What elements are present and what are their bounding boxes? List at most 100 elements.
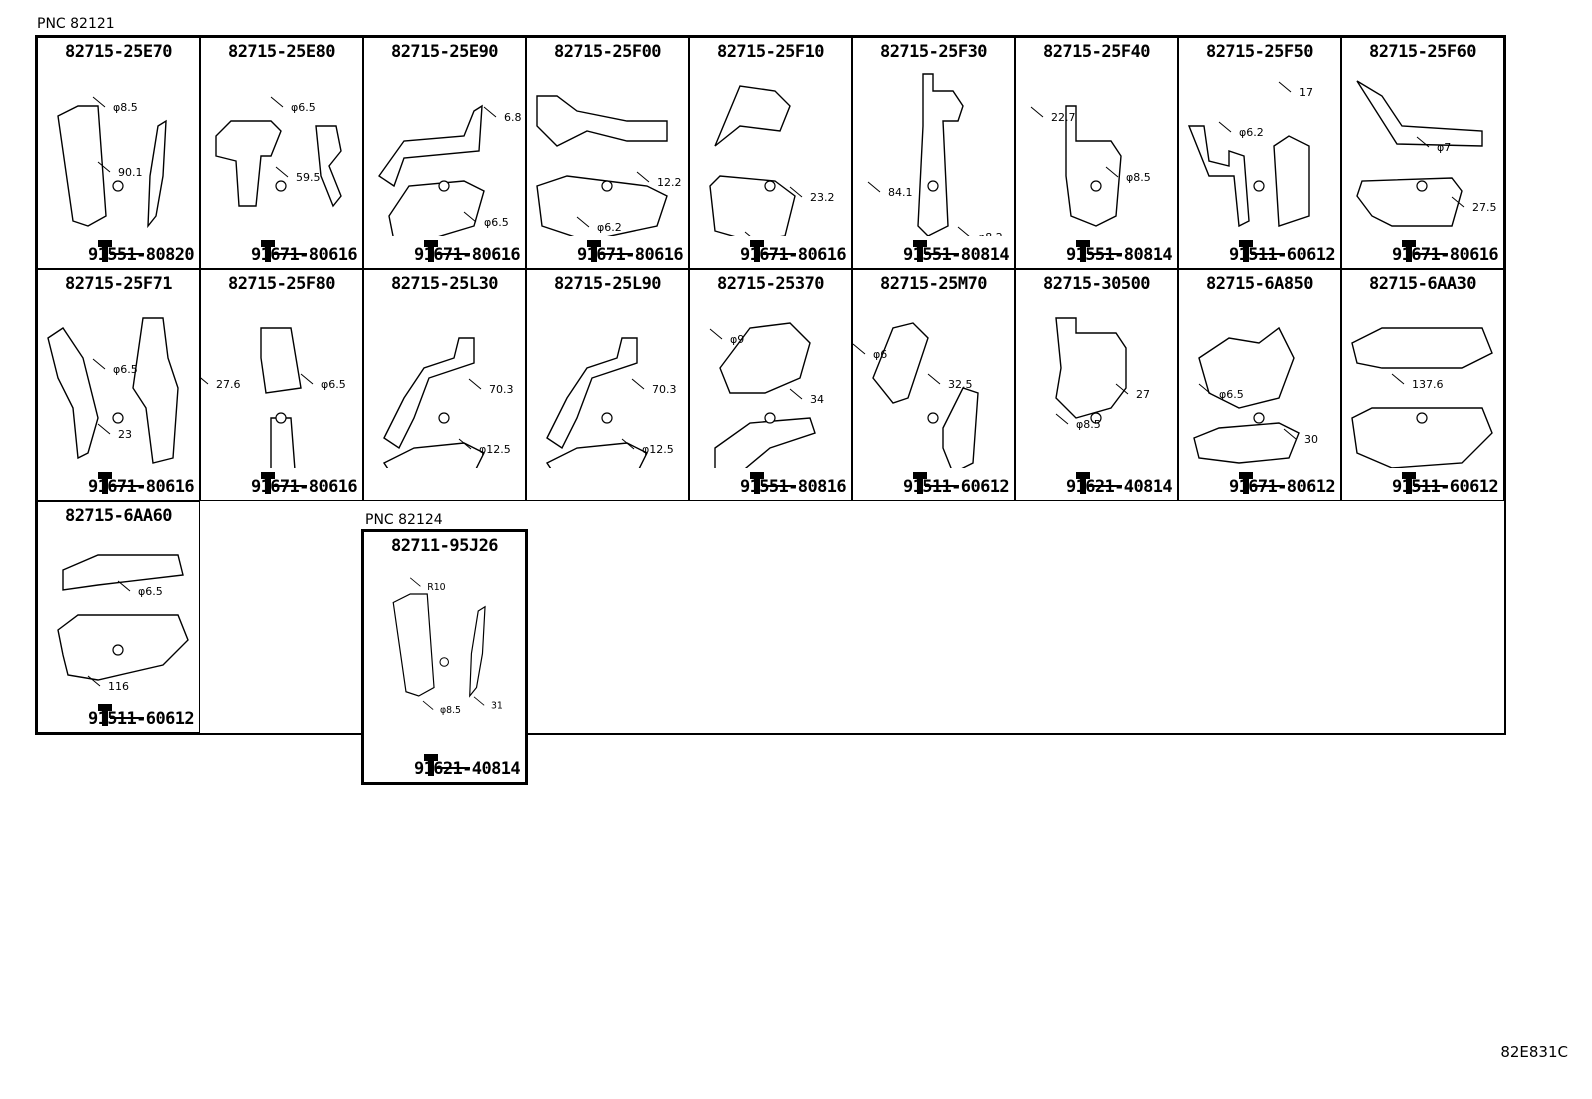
- part-number: 82715-25F60: [1368, 42, 1477, 62]
- dimension-label: 27.5: [1472, 201, 1497, 214]
- dimension-label: φ12.5: [479, 443, 511, 456]
- bracket-outline: [536, 95, 668, 236]
- bracket-drawing: φ6.523: [47, 317, 179, 464]
- part-number: 82715-25E90: [390, 42, 499, 62]
- bolt-icon: [1402, 472, 1448, 494]
- part-number: 82715-6AA30: [1368, 274, 1477, 294]
- mount-hole: [1090, 180, 1102, 192]
- part-number: 82711-95J26: [390, 536, 499, 556]
- dimension-label: φ8.5: [113, 101, 138, 114]
- bolt-part-number: 91551-80814: [1066, 245, 1173, 265]
- dimension-label: R10: [427, 582, 445, 593]
- bolt-icon: [424, 240, 470, 262]
- mount-hole: [1253, 180, 1265, 192]
- dimension-label: 22.7: [1051, 111, 1076, 124]
- dimension-label: φ6.5: [484, 216, 509, 229]
- dimension-label: 12.2: [657, 176, 682, 189]
- bolt-part-number: 91511-60612: [1392, 477, 1499, 497]
- bolt-icon: [1402, 240, 1448, 262]
- bolt-part-number: 91621-40814: [1066, 477, 1173, 497]
- part-number: 82715-25F50: [1205, 42, 1314, 62]
- mount-hole: [764, 180, 776, 192]
- document-id: 82E831C: [1500, 1043, 1568, 1061]
- bracket-outline: [709, 85, 796, 236]
- mount-hole: [112, 412, 124, 424]
- mount-hole: [112, 644, 124, 656]
- dimension-label: φ6.5: [138, 585, 163, 598]
- mount-hole: [438, 412, 450, 424]
- bolt-part-number: 91671-80616: [740, 245, 847, 265]
- bolt-icon: [261, 240, 307, 262]
- bolt-icon: [1076, 472, 1122, 494]
- part-number: 82715-25M70: [879, 274, 988, 294]
- dimension-label: φ6.5: [321, 378, 346, 391]
- bolt-part-number: 91511-60612: [1229, 245, 1336, 265]
- mount-hole: [275, 412, 287, 424]
- part-number: 82715-25L90: [553, 274, 662, 294]
- dimension-label: 32.5: [948, 378, 973, 391]
- bracket-outline: [378, 104, 485, 236]
- dimension-label: 90.1: [118, 166, 143, 179]
- mount-hole: [1090, 412, 1102, 424]
- dimension-label: φ8.5: [440, 705, 461, 716]
- part-number: 82715-25370: [716, 274, 825, 294]
- bolt-part-number: 91551-80816: [740, 477, 847, 497]
- dimension-label: 116: [108, 680, 129, 693]
- part-number: 82715-25F71: [64, 274, 173, 294]
- part-number: 82715-6A850: [1205, 274, 1314, 294]
- bracket-outline: [260, 327, 302, 468]
- dimension-label: φ6.5: [113, 363, 138, 376]
- bolt-part-number: 91671-80616: [251, 477, 358, 497]
- part-number: 82715-6AA60: [64, 506, 173, 526]
- part-number: 82715-25F40: [1042, 42, 1151, 62]
- dimension-label: φ6.5: [1219, 388, 1244, 401]
- dimension-label: 84.1: [888, 186, 913, 199]
- mount-hole: [439, 657, 449, 667]
- part-number: 82715-25F30: [879, 42, 988, 62]
- dimension-label: 23.2: [810, 191, 835, 204]
- dimension-label: 70.3: [652, 383, 677, 396]
- bolt-icon: [1239, 240, 1285, 262]
- dimension-label: 31: [491, 701, 503, 712]
- bracket-outline: [1193, 326, 1300, 464]
- bracket-outline: [1356, 80, 1483, 227]
- bolt-part-number: 91511-60612: [903, 477, 1010, 497]
- mount-hole: [927, 412, 939, 424]
- bolt-part-number: 91511-60612: [88, 709, 195, 729]
- dimension-label: φ8.5: [1076, 418, 1101, 431]
- bolt-part-number: 91671-80616: [414, 245, 521, 265]
- dimension-label: 59.5: [296, 171, 321, 184]
- pnc-label-82124: PNC 82124: [365, 512, 443, 528]
- mount-hole: [927, 180, 939, 192]
- dimension-label: 34: [810, 393, 824, 406]
- bolt-icon: [750, 472, 796, 494]
- dimension-label: 30: [1304, 433, 1318, 446]
- bracket-drawing: φ6.5 30: [1193, 326, 1318, 464]
- bracket-drawing: φ6.559.5: [215, 96, 342, 208]
- bolt-icon: [98, 704, 144, 726]
- mount-hole: [764, 412, 776, 424]
- part-number: 82715-25L30: [390, 274, 499, 294]
- mount-hole: [112, 180, 124, 192]
- part-number: 82715-25F80: [227, 274, 336, 294]
- bolt-icon: [913, 472, 959, 494]
- dimension-label: 6.8: [504, 111, 522, 124]
- bracket-drawing: 84.1φ8.2: [867, 73, 1003, 236]
